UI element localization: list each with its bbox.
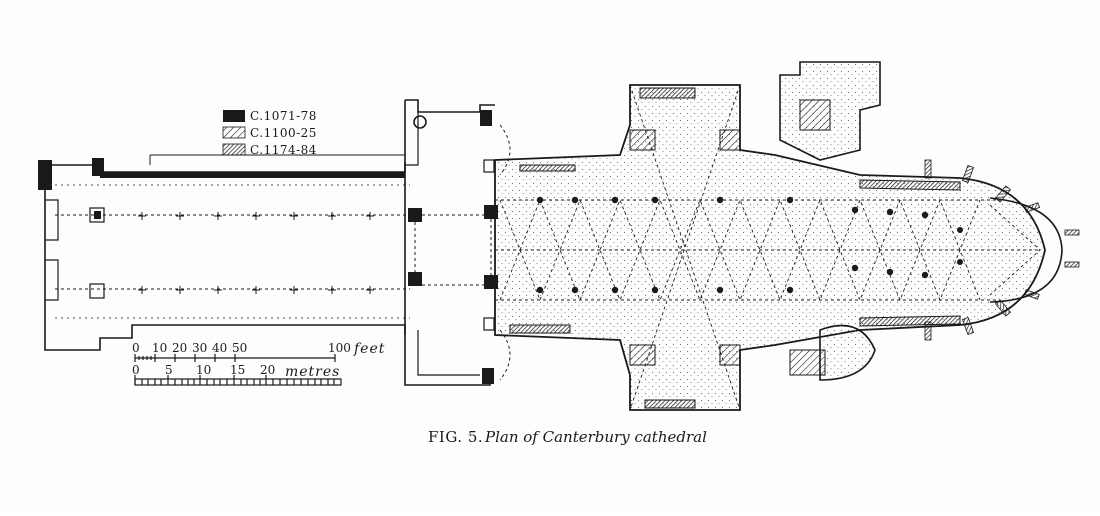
scale-metres-tick-15: 15 (230, 363, 245, 377)
scale-metres-tick-0: 0 (132, 363, 140, 377)
legend-swatch-1100-25 (222, 126, 246, 139)
scale-feet-tick-40: 40 (212, 341, 227, 355)
legend: C.1071-78 C.1100-25 C.1174-84 (222, 109, 317, 157)
legend-label-1174-84: C.1174-84 (250, 143, 317, 157)
apse-buttresses (924, 159, 1080, 341)
legend-swatch-1174-84 (222, 143, 246, 156)
choir (494, 61, 1063, 411)
choir-vaulting (495, 84, 1041, 411)
scale-feet-tick-10: 10 (152, 341, 167, 355)
scale-metres-unit: metres (285, 364, 340, 380)
scale-feet-tick-20: 20 (172, 341, 187, 355)
choir-piers (536, 196, 963, 294)
scale-feet-tick-30: 30 (192, 341, 207, 355)
scale-metres-tick-20: 20 (260, 363, 275, 377)
period-hatching (509, 87, 961, 409)
scale-metres-tick-10: 10 (196, 363, 211, 377)
scale-bar-metres: 0 5 10 15 20 metres (132, 363, 342, 386)
caption-fig-number: FIG. 5. (428, 428, 483, 446)
legend-swatch-1071-78 (223, 110, 245, 122)
scale-feet-tick-100: 100 (328, 341, 351, 355)
figure-caption: FIG. 5. Plan of Canterbury cathedral (428, 428, 707, 446)
scale-feet-tick-0: 0 (132, 341, 140, 355)
scale-bar-feet: 0 10 20 30 40 50 100 feet (132, 341, 385, 362)
nave (38, 154, 410, 351)
caption-title: Plan of Canterbury cathedral (484, 428, 707, 446)
scale-metres-tick-5: 5 (165, 363, 173, 377)
scale-feet-tick-50: 50 (232, 341, 247, 355)
legend-label-1100-25: C.1100-25 (250, 126, 317, 140)
legend-label-1071-78: C.1071-78 (250, 109, 317, 123)
scale-feet-unit: feet (353, 341, 385, 357)
